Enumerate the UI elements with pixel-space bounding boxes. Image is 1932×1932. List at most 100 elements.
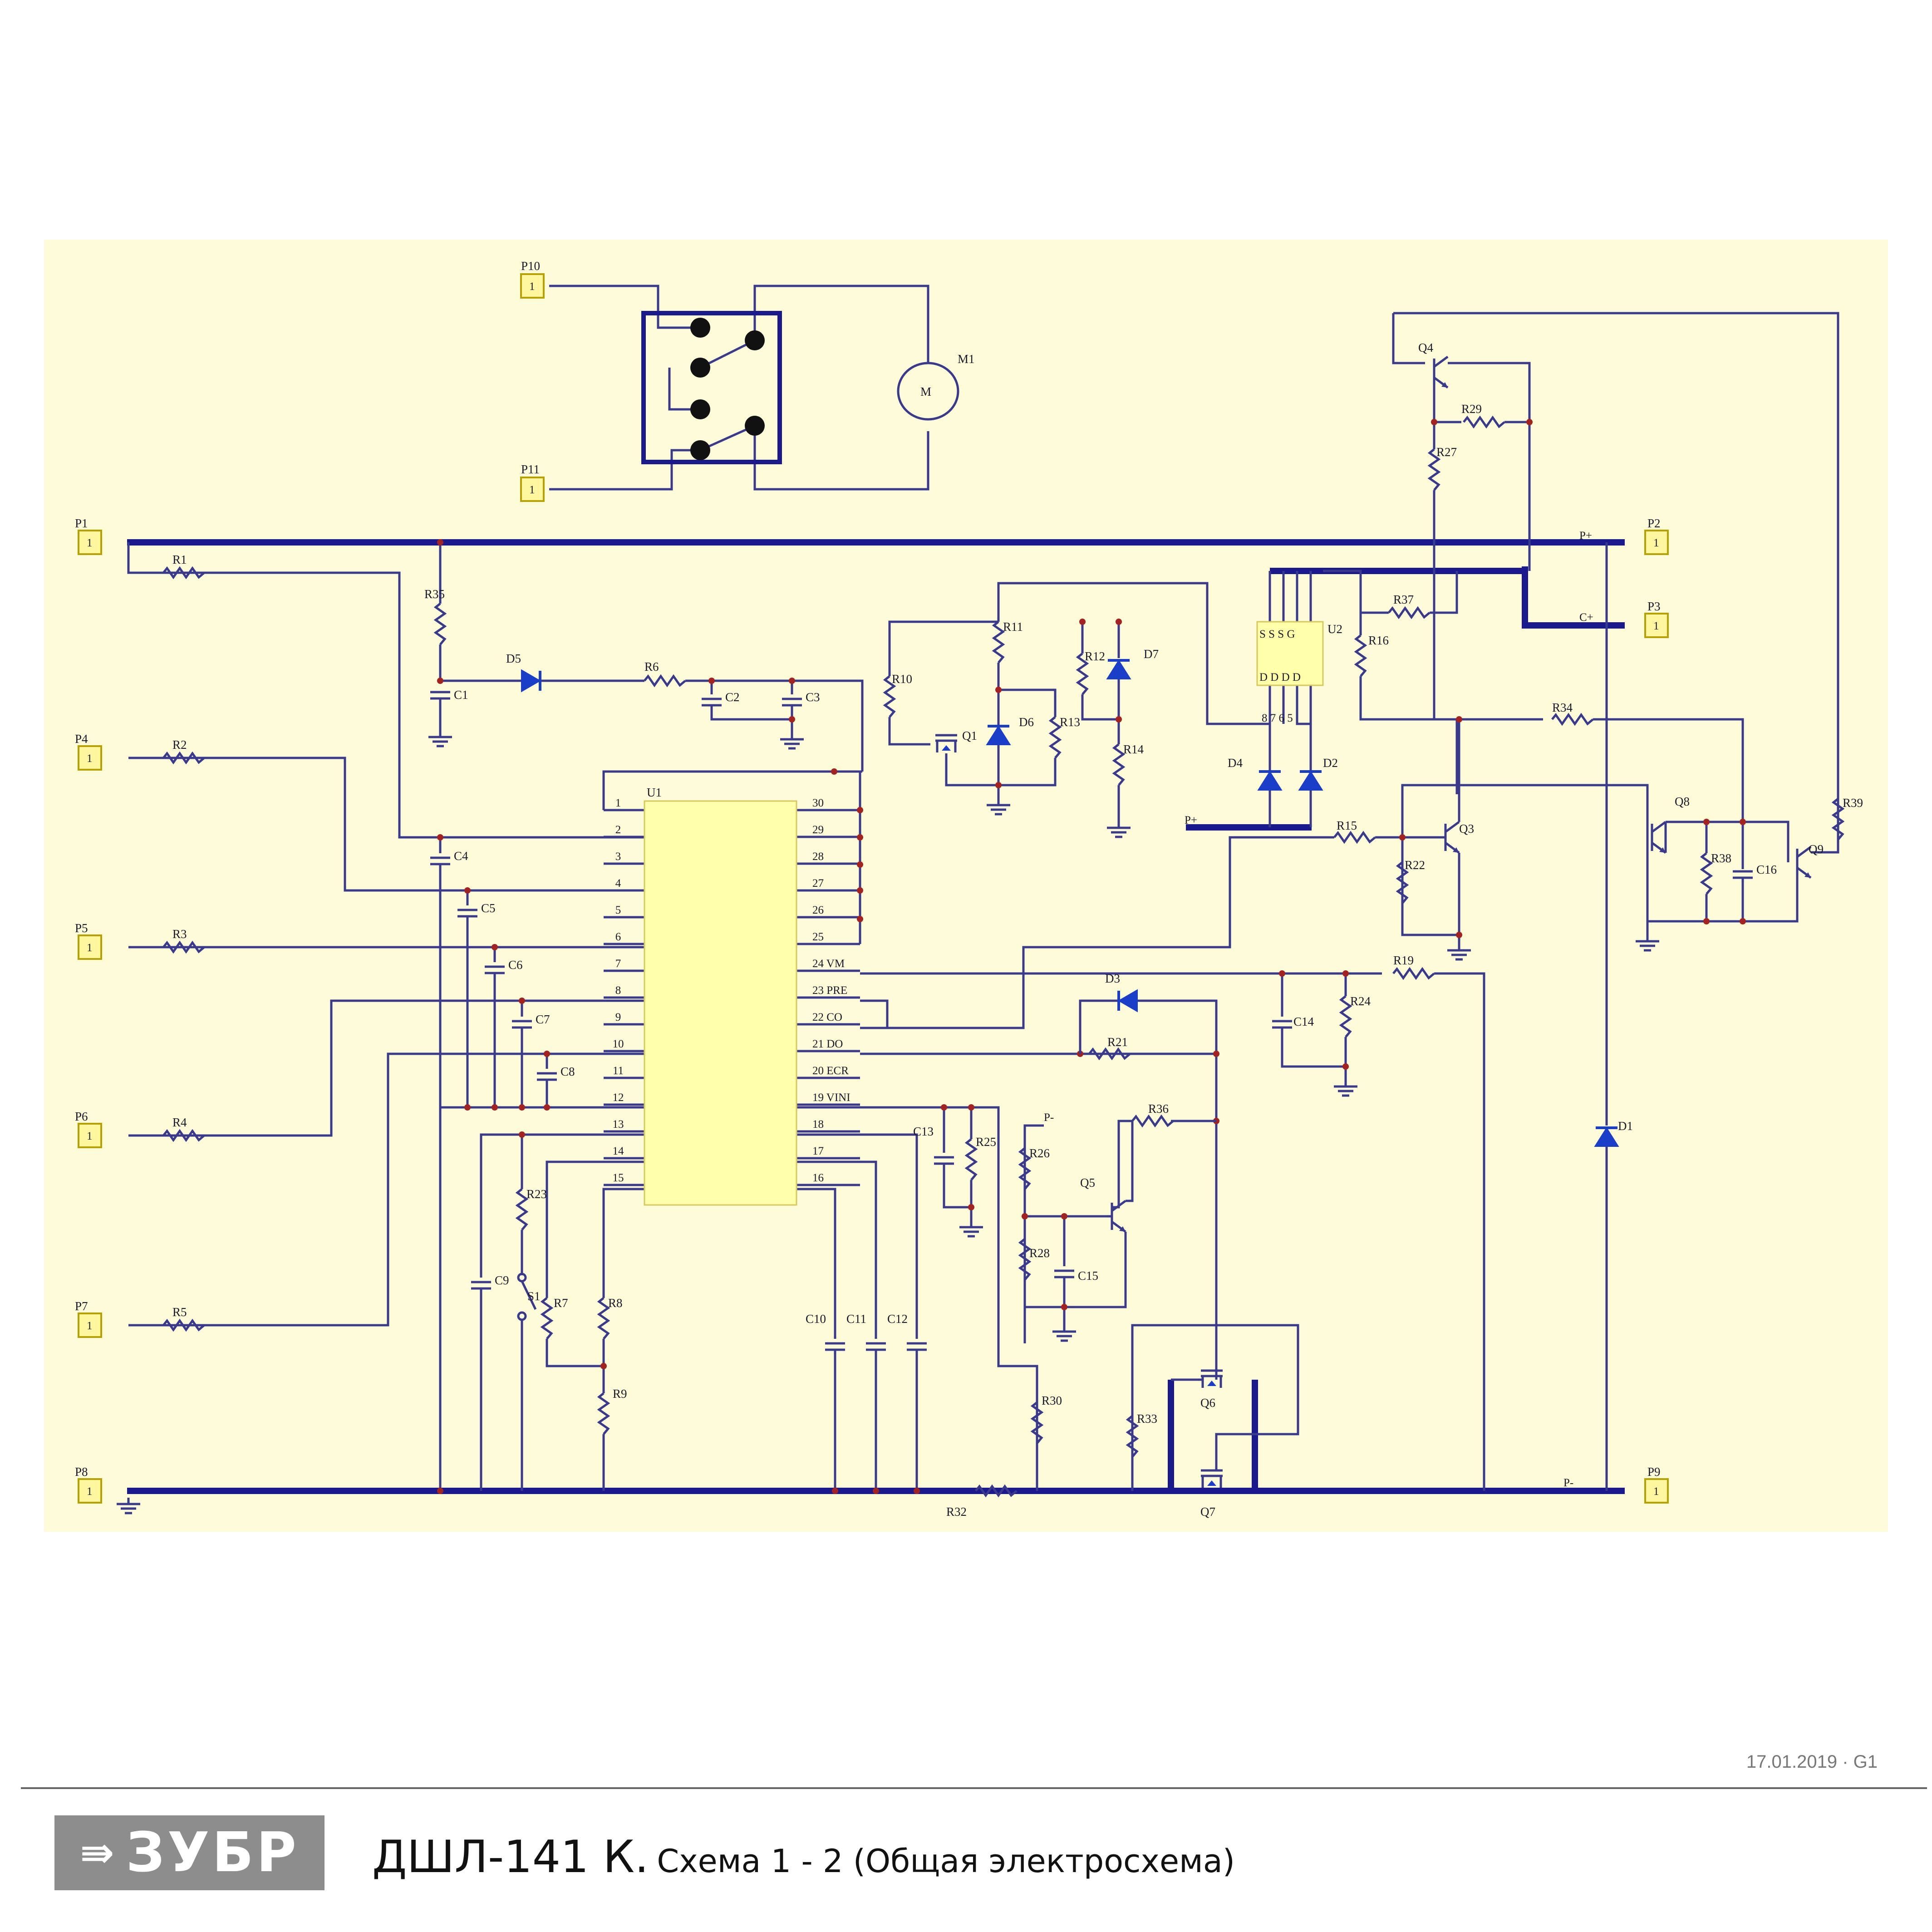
switch-contact bbox=[745, 416, 765, 436]
resistor-zigzag bbox=[1088, 1047, 1131, 1061]
resistor-r14 bbox=[1112, 743, 1126, 786]
capacitor-label-c2: C2 bbox=[725, 690, 740, 704]
resistor-label-r21: R21 bbox=[1107, 1035, 1128, 1049]
junction-dot bbox=[544, 1051, 550, 1057]
resistor-zigzag bbox=[597, 1297, 610, 1340]
chip-u2-top-pins: S S S G bbox=[1259, 628, 1295, 640]
u1-right-pin-1: 29 bbox=[812, 824, 824, 836]
motor-m1-body bbox=[897, 362, 959, 421]
resistor-label-r16: R16 bbox=[1368, 634, 1389, 647]
resistor-zigzag bbox=[1048, 716, 1062, 759]
wire bbox=[998, 758, 1057, 787]
resistor-zigzag bbox=[1112, 743, 1126, 786]
resistor-label-r7: R7 bbox=[554, 1296, 568, 1310]
capacitor-label-c8: C8 bbox=[560, 1065, 575, 1078]
junction-dot bbox=[832, 1488, 838, 1494]
junction-dot bbox=[857, 916, 863, 922]
resistor-zigzag bbox=[1333, 831, 1376, 844]
wire bbox=[888, 717, 930, 746]
u1-right-pin-6: 24 VM bbox=[812, 958, 845, 970]
junction-dot bbox=[941, 1104, 947, 1111]
junction-dot bbox=[1342, 970, 1349, 977]
transistor-q3 bbox=[1444, 821, 1460, 854]
resistor-zigzag bbox=[1018, 1238, 1032, 1281]
wire bbox=[128, 1052, 644, 1327]
wire bbox=[1025, 1232, 1127, 1308]
junction-dot bbox=[519, 1131, 525, 1138]
connector-p3 bbox=[1644, 613, 1669, 638]
resistor-zigzag bbox=[1076, 653, 1089, 695]
junction-dot bbox=[464, 1104, 471, 1111]
net-label-p-minus-2: P- bbox=[1044, 1111, 1054, 1124]
resistor-label-r33: R33 bbox=[1137, 1412, 1157, 1426]
connector-p8 bbox=[78, 1478, 102, 1504]
resistor-r35 bbox=[433, 603, 447, 645]
switch-contact bbox=[745, 330, 765, 350]
resistor-r1 bbox=[162, 566, 205, 580]
resistor-zigzag bbox=[883, 675, 896, 718]
junction-dot bbox=[995, 687, 1002, 693]
diode-d4 bbox=[1257, 770, 1283, 791]
wire bbox=[1081, 694, 1119, 721]
u1-left-pin-1: 1 bbox=[615, 797, 621, 809]
net-label-c-plus: C+ bbox=[1579, 611, 1593, 624]
wire bbox=[549, 285, 700, 329]
resistor-r5 bbox=[162, 1318, 205, 1332]
motor-label-m1: M1 bbox=[958, 352, 975, 366]
resistor-label-r8: R8 bbox=[608, 1296, 623, 1310]
ground-symbol bbox=[1636, 935, 1659, 952]
junction-dot bbox=[437, 834, 443, 841]
connector-box bbox=[78, 1313, 102, 1338]
connector-label-p7: P7 bbox=[75, 1299, 88, 1313]
connector-pin-number: 1 bbox=[87, 1130, 93, 1142]
resistor-r27 bbox=[1427, 448, 1441, 491]
resistor-zigzag bbox=[597, 1392, 610, 1435]
connector-p4 bbox=[78, 745, 102, 771]
junction-dot bbox=[519, 1104, 525, 1111]
resistor-label-r26: R26 bbox=[1029, 1146, 1050, 1160]
capacitor-label-c16: C16 bbox=[1756, 863, 1777, 876]
connector-box bbox=[78, 1123, 102, 1148]
connector-box bbox=[78, 934, 102, 960]
motor-symbol: M bbox=[920, 385, 931, 398]
resistor-label-r14: R14 bbox=[1123, 742, 1144, 756]
ground-symbol bbox=[987, 799, 1010, 816]
connector-label-p11: P11 bbox=[521, 462, 540, 476]
connector-label-p9: P9 bbox=[1647, 1465, 1661, 1479]
resistor-zigzag bbox=[1126, 1415, 1139, 1458]
junction-dot bbox=[857, 861, 863, 868]
resistor-zigzag bbox=[162, 566, 205, 580]
transistor-label-q1: Q1 bbox=[962, 729, 977, 742]
junction-dot bbox=[544, 1104, 550, 1111]
resistor-r15 bbox=[1333, 831, 1376, 844]
u1-left-pin-4: 4 bbox=[615, 877, 621, 890]
wire bbox=[1593, 718, 1744, 826]
connector-box bbox=[520, 477, 545, 502]
wire bbox=[796, 1160, 877, 1339]
junction-dot bbox=[968, 1204, 974, 1210]
connector-label-p6: P6 bbox=[75, 1110, 88, 1123]
capacitor-label-c12: C12 bbox=[887, 1312, 908, 1326]
diode-triangle bbox=[986, 725, 1011, 745]
date-stamp: 17.01.2019 · G1 bbox=[1746, 1752, 1878, 1772]
connector-p6 bbox=[78, 1123, 102, 1148]
u1-right-pin-5: 25 bbox=[812, 931, 824, 943]
junction-dot bbox=[857, 887, 863, 894]
resistor-r29 bbox=[1463, 415, 1505, 429]
diode-label-d3: D3 bbox=[1105, 972, 1120, 985]
resistor-r10 bbox=[883, 675, 896, 718]
junction-dot bbox=[831, 768, 837, 775]
resistor-r32 bbox=[975, 1484, 1018, 1498]
wire bbox=[796, 1133, 918, 1339]
junction-dot bbox=[437, 1488, 443, 1494]
u1-left-pin-10: 10 bbox=[613, 1038, 624, 1050]
resistor-zigzag bbox=[1354, 634, 1367, 677]
resistor-r6 bbox=[644, 674, 686, 688]
resistor-label-r36: R36 bbox=[1148, 1102, 1169, 1116]
wire bbox=[128, 999, 644, 1137]
junction-dot bbox=[1022, 1213, 1028, 1219]
diode-triangle bbox=[1106, 659, 1131, 679]
junction-dot bbox=[857, 807, 863, 813]
ground-symbol bbox=[1334, 1080, 1357, 1097]
capacitor-c14 bbox=[1272, 1020, 1292, 1029]
